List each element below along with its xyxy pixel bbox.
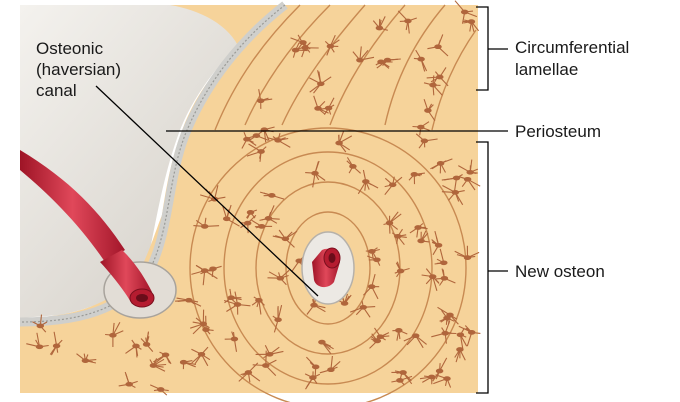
new-osteon-label: New osteon <box>515 262 605 281</box>
new-osteon-canal <box>302 232 354 304</box>
osteonic-canal-label-line1: Osteonic <box>36 39 104 58</box>
circumferential-lamellae-label-line1: Circumferential <box>515 38 629 57</box>
circumferential-lamellae-label-line2: lamellae <box>515 60 578 79</box>
osteonic-canal-label-line2: (haversian) <box>36 60 121 79</box>
periosteum-label: Periosteum <box>515 122 601 141</box>
osteonic-canal-label-line3: canal <box>36 81 77 100</box>
